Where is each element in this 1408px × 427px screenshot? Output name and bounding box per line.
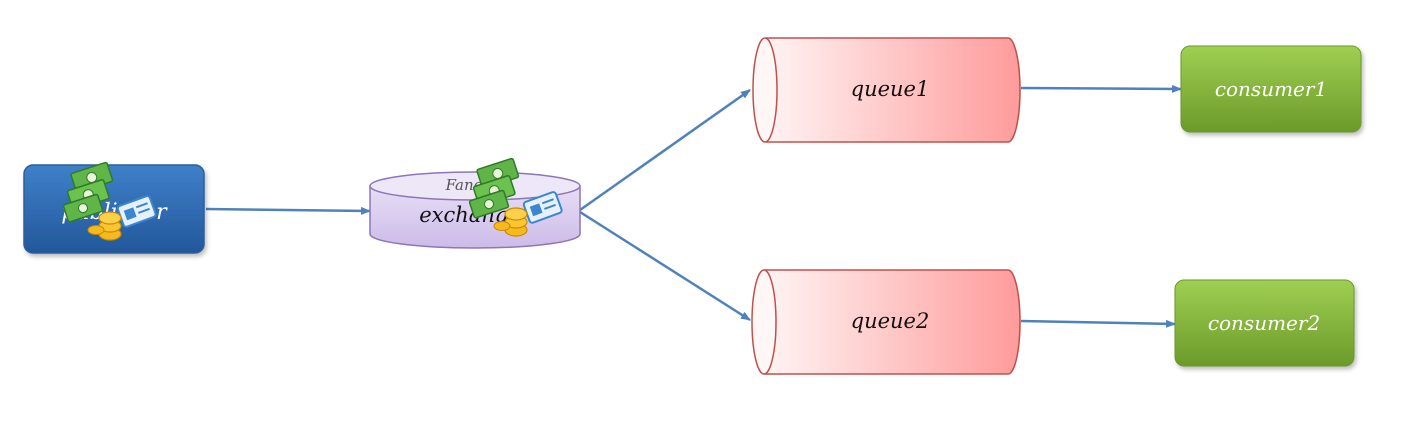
- consumer2-node[interactable]: consumer2: [1174, 279, 1355, 367]
- queue2-node[interactable]: queue2: [751, 269, 1021, 375]
- queue1-label: queue1: [851, 77, 930, 101]
- arrow-exchange-to-queue1: [579, 88, 751, 212]
- queue2-label: queue2: [851, 309, 930, 333]
- arrow-queue2-to-consumer2: [1020, 319, 1176, 328]
- consumer1-node[interactable]: consumer1: [1180, 45, 1362, 133]
- consumer2-label: consumer2: [1208, 311, 1320, 335]
- consumer1-label: consumer1: [1215, 77, 1327, 101]
- arrow-exchange-to-queue2: [579, 210, 751, 322]
- arrow-queue1-to-consumer1: [1020, 84, 1182, 93]
- queue1-node[interactable]: queue1: [752, 37, 1021, 143]
- arrow-publisher-to-exchange: [205, 206, 371, 215]
